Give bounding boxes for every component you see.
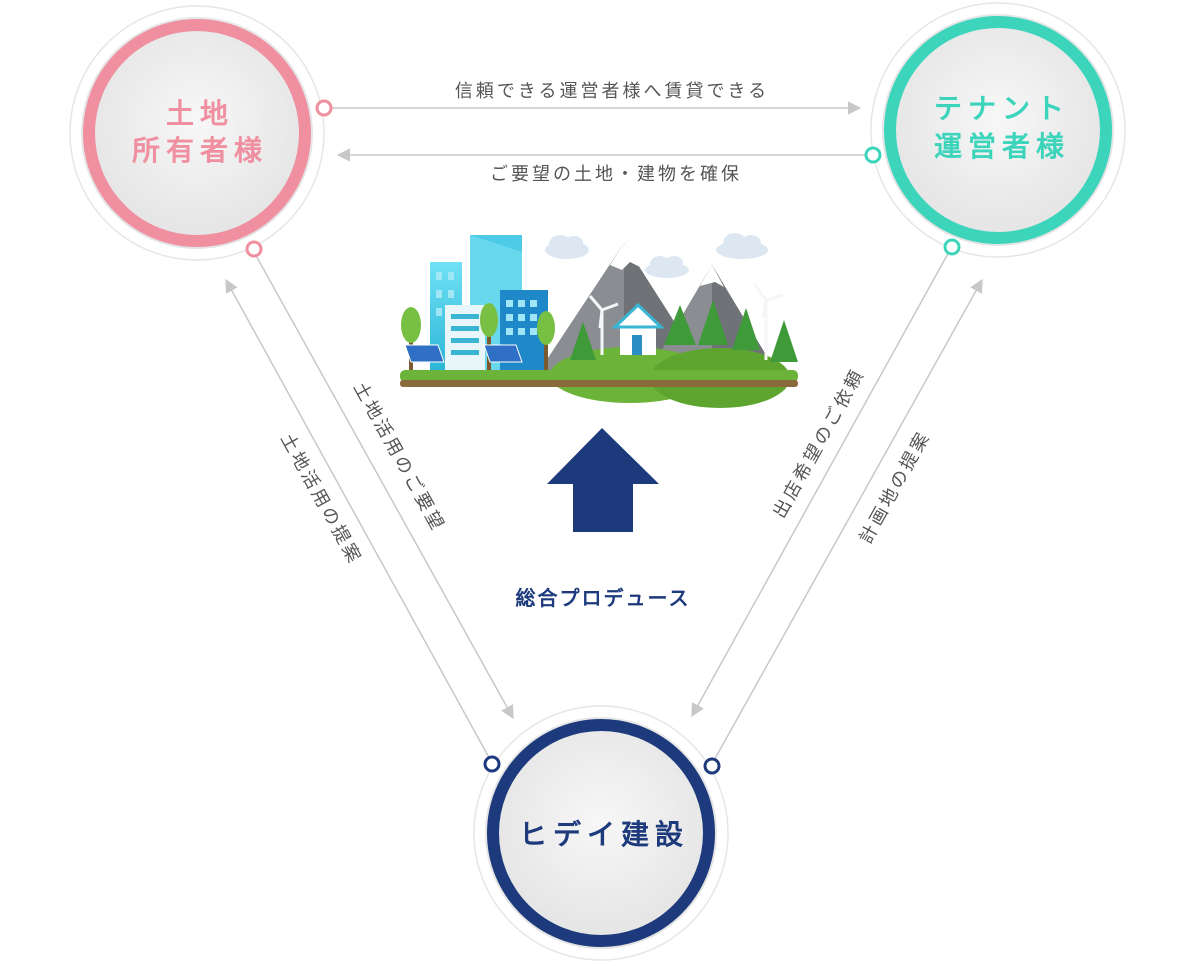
node-tenant-operator: テナント 運営者様 — [870, 2, 1126, 258]
tenant-label-line1: テナント — [934, 92, 1070, 125]
owner-label-line1: 土地 — [166, 97, 234, 130]
node-land-owner: 土地 所有者様 — [69, 5, 325, 261]
dot-owner-bottom — [245, 240, 263, 258]
arrow-hidei-to-tenant — [711, 278, 983, 765]
label-owner-to-tenant: 信頼できる運営者様へ賃貸できる — [455, 81, 769, 102]
owner-label-line2: 所有者様 — [132, 134, 268, 167]
dot-hidei-left — [483, 755, 501, 773]
connectors — [225, 101, 983, 765]
arrow-tenant-to-hidei — [691, 249, 951, 718]
label-hidei-to-tenant: 計画地の提案 — [855, 427, 934, 547]
node-hidei-kensetsu: ヒデイ建設 — [473, 705, 729, 961]
city-nature-icon — [400, 233, 798, 408]
center-label: 総合プロデュース — [516, 586, 691, 610]
dot-owner-right — [315, 99, 333, 117]
label-tenant-to-owner: ご要望の土地・建物を確保 — [490, 164, 742, 185]
dot-tenant-left — [864, 146, 882, 164]
tenant-label-line2: 運営者様 — [934, 130, 1070, 163]
dot-hidei-right — [703, 757, 721, 775]
arrow-owner-to-hidei — [253, 251, 514, 720]
dot-tenant-bottom — [943, 238, 961, 256]
arrow-hidei-to-owner — [225, 278, 493, 764]
connector-dots — [245, 99, 961, 775]
arrow-up-icon — [547, 428, 659, 532]
hidei-label: ヒデイ建設 — [519, 818, 689, 851]
